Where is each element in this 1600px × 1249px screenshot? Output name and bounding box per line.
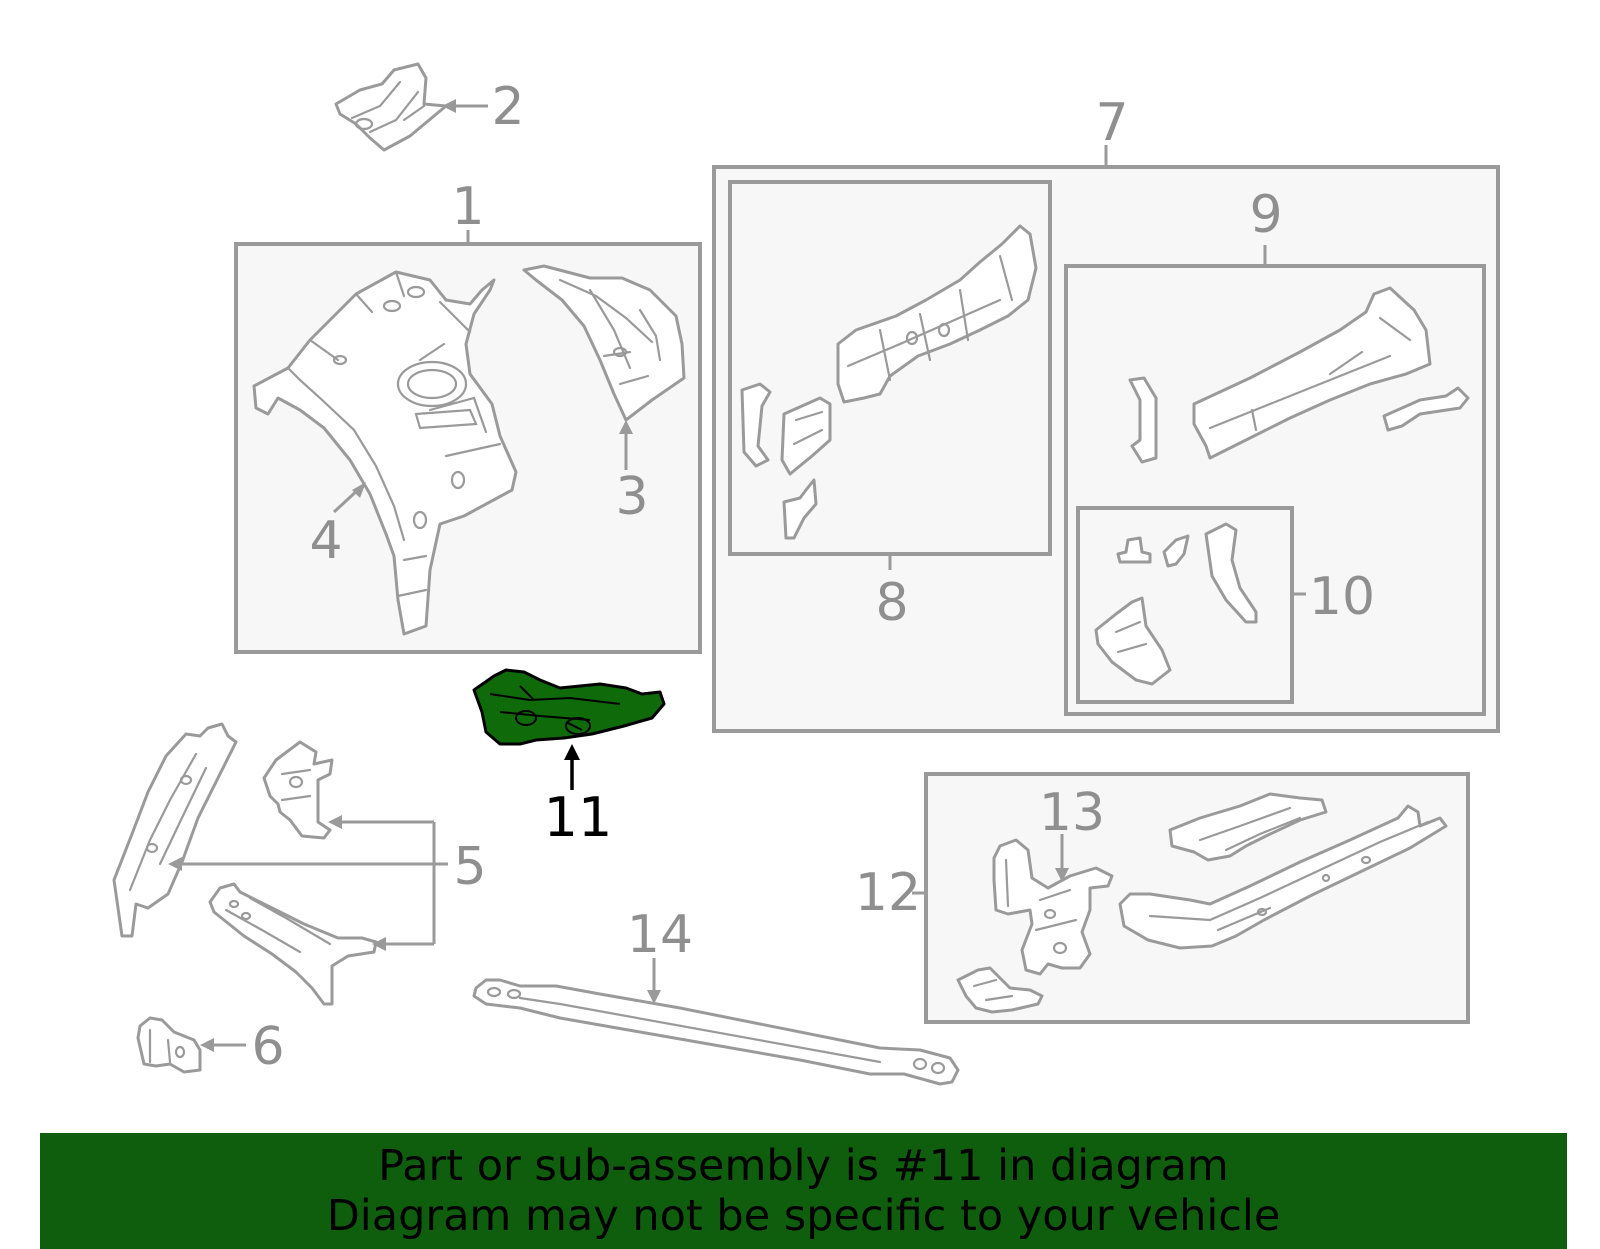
part-9-rail[interactable] — [1192, 286, 1432, 460]
callout-10: 10 — [1309, 567, 1375, 627]
banner-line-2: Diagram may not be specific to your vehi… — [326, 1191, 1281, 1241]
part-12-small-bracket[interactable] — [956, 966, 1044, 1014]
callout-7: 7 — [1095, 93, 1128, 153]
part-14-crossmember[interactable] — [472, 958, 960, 1086]
callout-8: 8 — [875, 573, 908, 633]
callout-13: 13 — [1039, 783, 1105, 843]
callout-9: 9 — [1249, 185, 1282, 245]
part-6-bracket[interactable] — [136, 1016, 246, 1074]
callout-12: 12 — [855, 863, 921, 923]
part-2-bracket[interactable] — [334, 62, 488, 152]
callout-4: 4 — [309, 511, 342, 571]
callout-14: 14 — [627, 905, 693, 965]
callout-5-leaders — [168, 815, 448, 951]
part-11-highlighted[interactable] — [472, 668, 666, 790]
callout-3: 3 — [615, 467, 648, 527]
part-12-floor-panel[interactable] — [1168, 792, 1328, 862]
group-box-10 — [1076, 506, 1306, 704]
part-9-small-bracket[interactable] — [1382, 386, 1470, 432]
part-3-panel[interactable] — [522, 264, 686, 470]
part-8-bracket-b[interactable] — [780, 396, 832, 476]
part-5-pillar[interactable] — [112, 722, 238, 938]
callout-1: 1 — [451, 177, 484, 237]
part-12-side-sill[interactable] — [1118, 804, 1448, 950]
part-5-bracket[interactable] — [262, 740, 334, 840]
part-10-tall-bracket[interactable] — [1204, 522, 1258, 624]
part-9-bracket[interactable] — [1128, 376, 1158, 464]
part-8-bracket-a[interactable] — [740, 382, 772, 468]
callout-6: 6 — [251, 1017, 284, 1077]
part-8-rail[interactable] — [836, 224, 1038, 404]
part-10-gusset[interactable] — [1094, 596, 1172, 686]
part-4-wheel-apron[interactable] — [252, 270, 518, 636]
part-10-clip[interactable] — [1116, 536, 1152, 564]
callout-11: 11 — [544, 786, 613, 849]
part-5-brace[interactable] — [208, 882, 378, 1006]
part-10-small-bracket[interactable] — [1162, 534, 1190, 568]
info-banner: Part or sub-assembly is #11 in diagram D… — [40, 1133, 1567, 1249]
part-8-bracket-c[interactable] — [782, 478, 818, 540]
callout-2: 2 — [491, 77, 524, 137]
banner-line-1: Part or sub-assembly is #11 in diagram — [378, 1141, 1229, 1191]
part-13-bracket[interactable] — [992, 834, 1114, 976]
callout-5: 5 — [453, 837, 486, 897]
